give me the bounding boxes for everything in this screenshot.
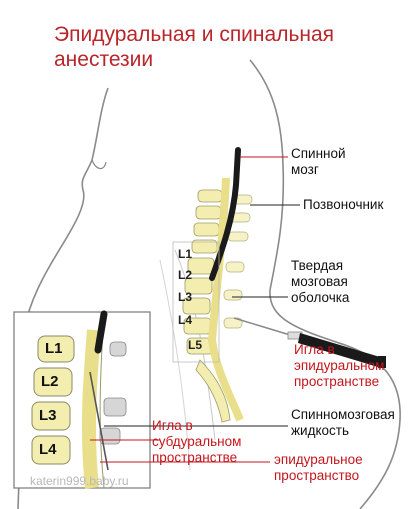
vertebra-label: L2	[178, 268, 193, 282]
back-outline	[249, 59, 401, 509]
label-needle-epidural: Игла в эпидуральном пространстве	[294, 342, 385, 389]
spinal-cord	[209, 147, 241, 281]
label-dura: Твердая мозговая оболочка	[291, 258, 350, 305]
lumbar-highlight	[172, 241, 220, 363]
spine-column	[182, 189, 231, 423]
label-csf: Спинномозговая жидкость	[291, 407, 395, 438]
leader-lines	[90, 156, 300, 463]
epidural-needle	[233, 317, 386, 368]
spinous-processes	[223, 194, 253, 329]
label-epidural-space: эпидуральное пространство	[274, 452, 363, 483]
watermark: katerin999.baby.ru	[30, 474, 129, 488]
vertebra-label: L4	[178, 313, 193, 327]
page-title: Эпидуральная и спинальная анестезии	[54, 23, 335, 71]
vertebra-label: L1	[178, 247, 193, 261]
zoom-canal-edge	[99, 329, 105, 489]
body-outline	[17, 87, 109, 509]
zoom-canal	[81, 329, 101, 489]
spinal-canal	[207, 177, 244, 422]
label-spine: Позвоночник	[303, 197, 384, 212]
zoom-vertebrae	[31, 335, 75, 465]
vertebra-label: L5	[188, 338, 203, 352]
zoom-vertebra-label: L2	[41, 373, 59, 390]
zoom-vertebra-label: L4	[39, 441, 57, 458]
zoom-vertebra-label: L3	[39, 407, 57, 424]
subdural-needle	[89, 371, 109, 471]
vertebra-label: L3	[178, 290, 193, 304]
zoom-processes	[99, 341, 127, 445]
label-spinal-cord: Спинной мозг	[291, 146, 346, 177]
zoom-spinal-cord	[94, 310, 108, 354]
breast-outline	[91, 159, 107, 170]
zoom-vertebra-label: L1	[45, 340, 63, 357]
label-needle-subdural: Игла в субдуральном пространстве	[152, 418, 242, 465]
